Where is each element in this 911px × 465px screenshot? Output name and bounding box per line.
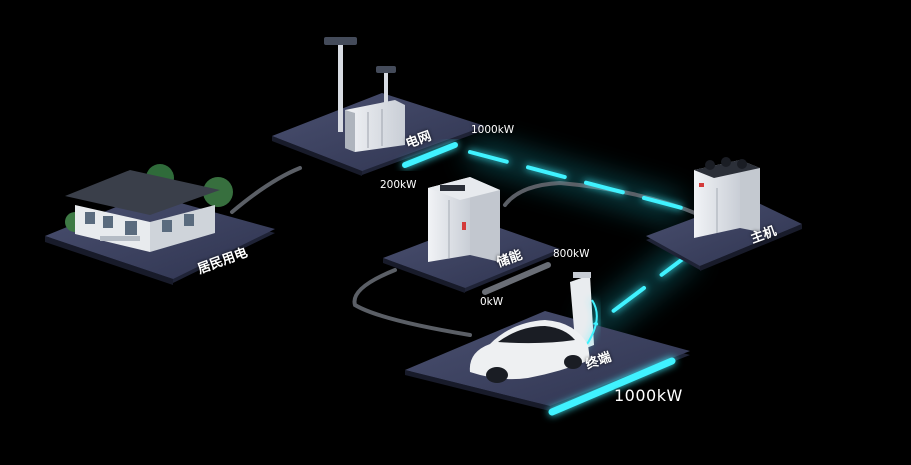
terminal-power-bar (548, 357, 676, 416)
platform-terminal (405, 272, 690, 416)
platform-storage (383, 177, 560, 295)
link-storage-terminal (352, 268, 472, 337)
active-links (468, 150, 694, 332)
platform-host (646, 157, 802, 271)
link-grid-host (468, 150, 684, 210)
reading-storage-in: 0kW (480, 296, 504, 308)
storage-power-bar (482, 262, 551, 295)
reading-grid-out: 1000kW (471, 124, 515, 136)
reading-terminal-power: 1000kW (614, 386, 683, 405)
light-pole (338, 42, 343, 132)
link-grid-residential (230, 166, 302, 214)
link-host-terminal (586, 250, 694, 332)
reading-grid-in: 200kW (380, 179, 417, 191)
platform-residential (45, 164, 275, 285)
house-roof (65, 170, 220, 215)
fan-icon (705, 160, 715, 170)
reading-storage-out: 800kW (553, 248, 590, 260)
platform-grid (272, 37, 485, 176)
light-pole (384, 70, 388, 130)
grid-power-bar (402, 142, 458, 168)
